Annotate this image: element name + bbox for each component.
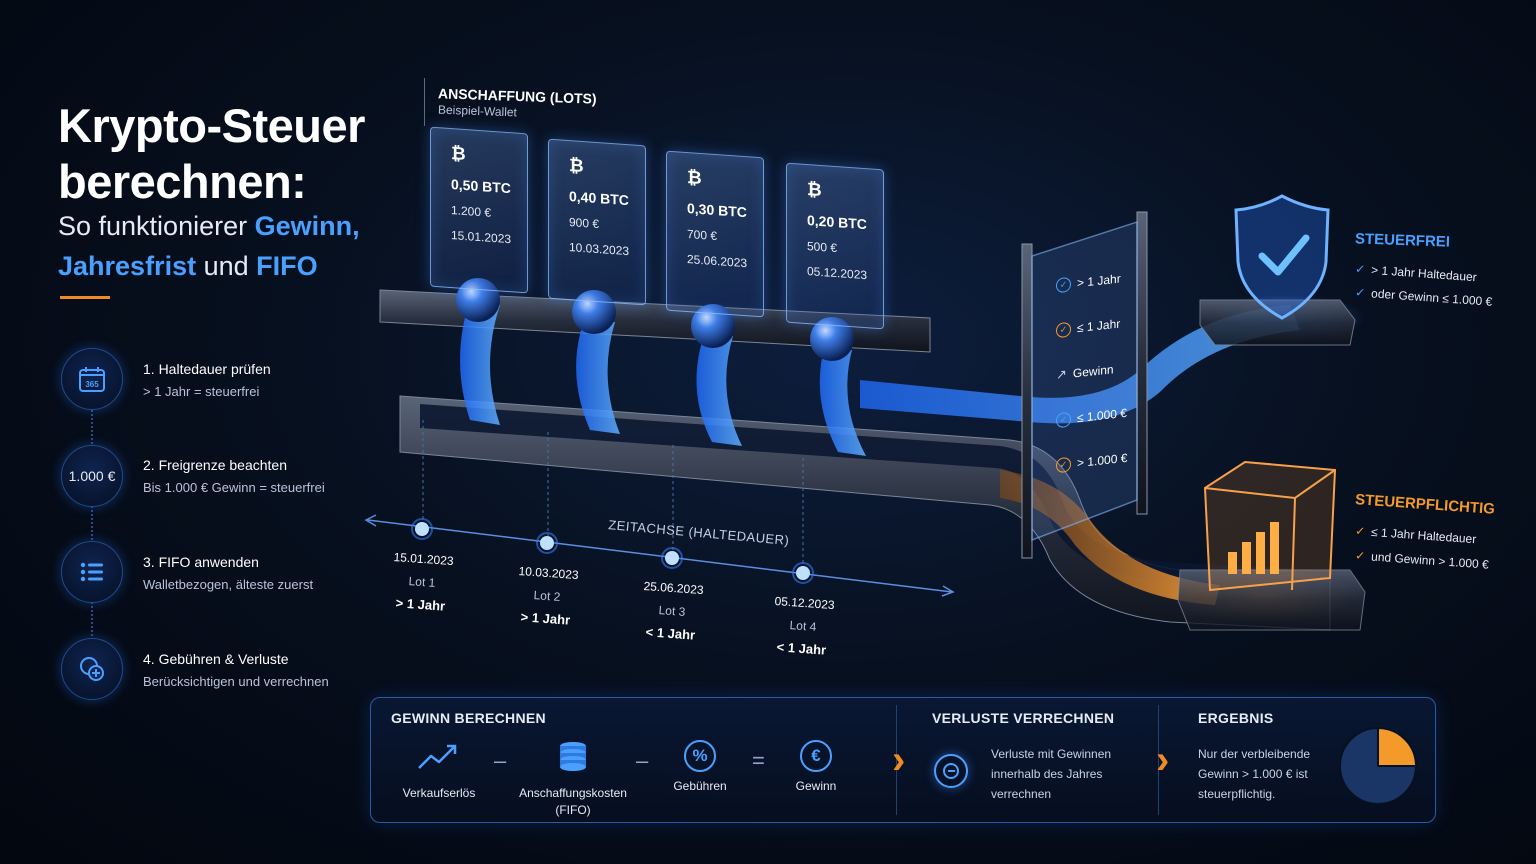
step-title: 3. FIFO anwenden: [143, 554, 259, 570]
pie-slice-1: [1377, 726, 1418, 767]
calc-fees: % Gebühren: [664, 740, 736, 795]
calc-gain: € Gewinn: [780, 740, 852, 795]
step-4: 4. Gebühren & Verluste Berücksichtigen u…: [143, 651, 329, 689]
lot-card-4: ₿ 0,20 BTC 500 € 05.12.2023: [786, 162, 884, 330]
chevron-right-icon: ›: [1156, 738, 1170, 782]
lot-cost: 700 €: [687, 227, 718, 244]
list-icon: [61, 541, 123, 603]
lot-card-1: ₿ 0,50 BTC 1.200 € 15.01.2023: [430, 126, 528, 294]
step-subtitle: > 1 Jahr = steuerfrei: [143, 384, 260, 399]
euro-icon: €: [800, 740, 832, 772]
check-icon: ✓: [1056, 456, 1071, 473]
equals-operator: =: [752, 748, 765, 773]
lot-cost: 500 €: [807, 239, 838, 256]
step-title: 1. Haltedauer prüfen: [143, 361, 271, 377]
bitcoin-icon: ₿: [807, 179, 822, 201]
step-title: 2. Freigrenze beachten: [143, 457, 287, 473]
lot-cost: 900 €: [569, 215, 600, 232]
page-subtitle: So funktionierer Gewinn, Jahresfrist und…: [58, 211, 360, 281]
tax-free-title: STEUERFREI: [1354, 230, 1451, 251]
calendar-icon: 365: [61, 348, 123, 410]
page-title: Krypto-Steuer berechnen:: [58, 99, 365, 208]
calc-cost: Anschaffungskosten (FIFO): [510, 740, 636, 819]
lot-card-3: ₿ 0,30 BTC 700 € 25.06.2023: [666, 150, 764, 318]
step-subtitle: Berücksichtigen und verrechnen: [143, 674, 329, 689]
lot-amount: 0,20 BTC: [807, 212, 867, 233]
section-divider: [896, 705, 897, 815]
step-3: 3. FIFO anwenden Walletbezogen, älteste …: [143, 554, 313, 592]
result-title: ERGEBNIS: [1198, 710, 1274, 726]
lot-amount: 0,50 BTC: [451, 176, 511, 197]
section-divider: [1158, 705, 1159, 815]
lot-date: 25.06.2023: [687, 252, 748, 271]
euro-limit-icon: 1.000 €: [61, 445, 123, 507]
lot-amount: 0,40 BTC: [569, 188, 629, 209]
result-pie-icon: [1339, 726, 1418, 805]
coin-stack-icon: [560, 742, 586, 771]
lot-date: 05.12.2023: [807, 264, 868, 283]
percent-icon: %: [684, 740, 716, 772]
bitcoin-icon: ₿: [451, 143, 466, 165]
steps-connector: [91, 386, 93, 676]
lot-date: 15.01.2023: [451, 228, 512, 247]
trend-icon: ↗: [1056, 366, 1067, 383]
bitcoin-icon: ₿: [569, 155, 584, 177]
check-icon: ✓: [1056, 321, 1071, 338]
calc-revenue: Verkaufserlös: [396, 740, 482, 802]
step-1: 1. Haltedauer prüfen > 1 Jahr = steuerfr…: [143, 361, 271, 399]
lot-cost: 1.200 €: [451, 203, 492, 220]
lots-subtitle: Beispiel-Wallet: [437, 102, 518, 120]
lot-card-2: ₿ 0,40 BTC 900 € 10.03.2023: [548, 138, 646, 306]
pie-slice-2: [1339, 726, 1418, 805]
lot-amount: 0,30 BTC: [687, 200, 747, 221]
minus-operator: –: [494, 748, 507, 773]
check-icon: ✓: [1056, 276, 1071, 293]
loss-title: VERLUSTE VERRECHNEN: [932, 710, 1115, 726]
lot-date: 10.03.2023: [569, 240, 630, 259]
summary-bar: [370, 697, 1436, 823]
calc-title: GEWINN BERECHNEN: [391, 710, 546, 726]
chevron-right-icon: ›: [892, 738, 906, 782]
coins-plus-icon: [61, 638, 123, 700]
step-2: 2. Freigrenze beachten Bis 1.000 € Gewin…: [143, 457, 325, 495]
minus-circle-icon: [934, 754, 968, 788]
trend-up-icon: [418, 744, 457, 769]
lots-header-rule: [424, 78, 425, 126]
bitcoin-icon: ₿: [687, 167, 702, 189]
check-icon: ✓: [1056, 411, 1071, 428]
minus-operator: –: [636, 748, 649, 773]
svg-text:365: 365: [85, 380, 99, 389]
step-subtitle: Walletbezogen, älteste zuerst: [143, 577, 314, 592]
step-subtitle: Bis 1.000 € Gewinn = steuerfrei: [143, 480, 325, 495]
title-divider: [60, 296, 110, 299]
step-title: 4. Gebühren & Verluste: [143, 651, 289, 667]
